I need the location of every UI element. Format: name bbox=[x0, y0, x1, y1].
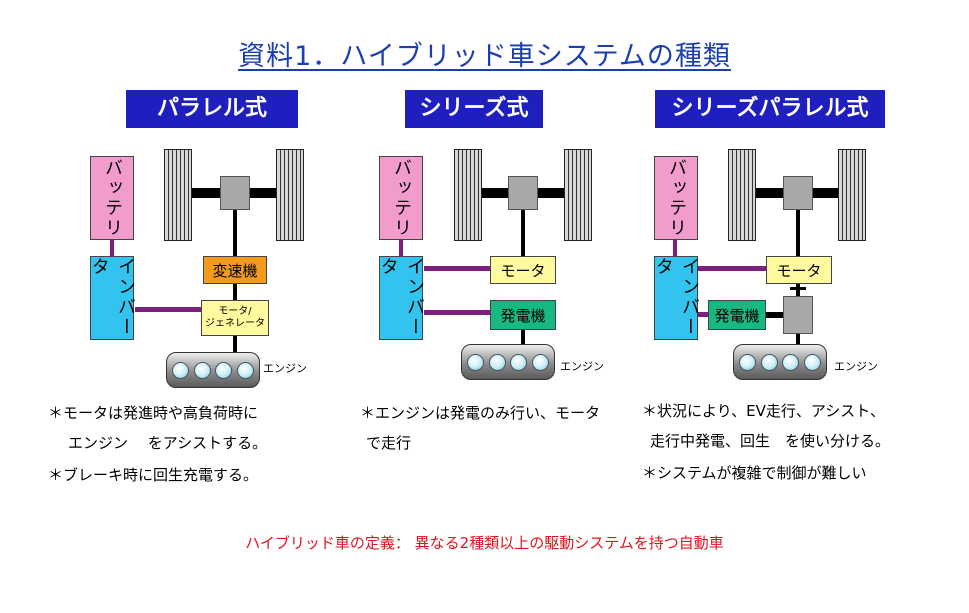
inverter-motor-line bbox=[424, 266, 490, 271]
definition-footer: ハイブリッド車の定義： 異なる2種類以上の駆動システムを持つ自動車 bbox=[245, 534, 724, 552]
shaft-motor-splitter bbox=[796, 284, 800, 296]
battery-inverter-line bbox=[110, 240, 114, 256]
motor-label: モータ bbox=[776, 261, 822, 280]
note-line: ＊ブレーキ時に回生充電する。 bbox=[48, 466, 259, 484]
differential bbox=[508, 176, 538, 210]
series-parallel-header: シリーズパラレル式 bbox=[655, 90, 885, 128]
mg-label-line2: ジェネレータ bbox=[205, 318, 265, 329]
transmission-label: 変速機 bbox=[212, 261, 258, 280]
cylinder bbox=[804, 353, 822, 371]
cylinder bbox=[760, 353, 778, 371]
transmission-box: 変速機 bbox=[203, 256, 267, 284]
engine bbox=[461, 344, 555, 380]
battery-box: バッテリ bbox=[654, 156, 698, 240]
cylinder bbox=[466, 353, 484, 371]
inverter-label: インバータ bbox=[89, 257, 136, 337]
shaft-trans-mg bbox=[233, 284, 237, 300]
note-line: で走行 bbox=[366, 434, 412, 452]
drive-shaft bbox=[233, 210, 237, 256]
engine-label: エンジン bbox=[560, 360, 604, 373]
drive-shaft bbox=[521, 210, 525, 256]
battery-box: バッテリ bbox=[90, 156, 134, 240]
generator-label: 発電機 bbox=[500, 306, 546, 325]
inverter-box: インバータ bbox=[89, 256, 136, 340]
right-wheel bbox=[564, 149, 592, 241]
motor-box: モータ bbox=[766, 256, 832, 284]
note-line: 走行中発電、回生 を使い分ける。 bbox=[650, 432, 891, 450]
inverter-mg-line bbox=[135, 307, 203, 312]
shaft-gen-splitter bbox=[765, 312, 783, 318]
battery-label: バッテリ bbox=[102, 158, 123, 238]
cylinder bbox=[738, 353, 756, 371]
battery-inverter-line bbox=[399, 240, 403, 256]
battery-box: バッテリ bbox=[379, 156, 423, 240]
parallel-header: パラレル式 bbox=[126, 90, 298, 128]
inverter-generator-line bbox=[698, 312, 708, 317]
generator-label: 発電機 bbox=[714, 306, 760, 325]
battery-inverter-line bbox=[673, 240, 677, 256]
series-header: シリーズ式 bbox=[405, 90, 543, 128]
inverter-label: インバータ bbox=[378, 257, 425, 337]
note-line: ＊状況により、EV走行、アシスト、 bbox=[642, 402, 885, 420]
shaft-splitter-engine bbox=[796, 334, 800, 344]
right-wheel bbox=[276, 149, 304, 241]
left-wheel bbox=[728, 149, 756, 241]
battery-label: バッテリ bbox=[666, 158, 687, 238]
differential bbox=[220, 176, 250, 210]
inverter-label: インバータ bbox=[653, 257, 700, 337]
motor-box: モータ bbox=[490, 256, 556, 284]
note-line: エンジン をアシストする。 bbox=[68, 434, 268, 452]
left-wheel bbox=[454, 149, 482, 241]
cylinder bbox=[215, 361, 233, 379]
engine-label: エンジン bbox=[263, 362, 307, 375]
cylinder bbox=[510, 353, 528, 371]
cylinder bbox=[488, 353, 506, 371]
shaft-flange bbox=[790, 287, 806, 290]
cylinder bbox=[532, 353, 550, 371]
shaft-mg-engine bbox=[233, 336, 237, 352]
generator-box: 発電機 bbox=[708, 300, 766, 330]
motor-generator-box: モータ/ ジェネレータ bbox=[201, 300, 269, 336]
cylinder bbox=[193, 361, 211, 379]
page-title: 資料1．ハイブリッド車システムの種類 bbox=[238, 41, 731, 72]
note-line: ＊エンジンは発電のみ行い、モータ bbox=[360, 404, 601, 422]
inverter-generator-line bbox=[424, 310, 490, 315]
left-wheel bbox=[164, 149, 192, 241]
inverter-motor-line bbox=[698, 266, 766, 271]
note-line: ＊システムが複雑で制御が難しい bbox=[642, 464, 867, 482]
power-split-device bbox=[783, 296, 813, 334]
mg-label-line1: モータ/ bbox=[218, 306, 252, 317]
cylinder bbox=[237, 361, 255, 379]
cylinder bbox=[171, 361, 189, 379]
right-wheel bbox=[838, 149, 866, 241]
engine bbox=[733, 344, 827, 380]
engine bbox=[166, 352, 260, 388]
engine-label: エンジン bbox=[834, 360, 878, 373]
shaft-gen-engine bbox=[521, 330, 525, 344]
cylinder bbox=[782, 353, 800, 371]
drive-shaft bbox=[796, 210, 800, 256]
generator-box: 発電機 bbox=[490, 300, 556, 330]
inverter-box: インバータ bbox=[378, 256, 425, 340]
motor-label: モータ bbox=[500, 261, 546, 280]
differential bbox=[783, 176, 813, 210]
battery-label: バッテリ bbox=[391, 158, 412, 238]
note-line: ＊モータは発進時や高負荷時に bbox=[48, 404, 259, 422]
inverter-box: インバータ bbox=[653, 256, 700, 340]
